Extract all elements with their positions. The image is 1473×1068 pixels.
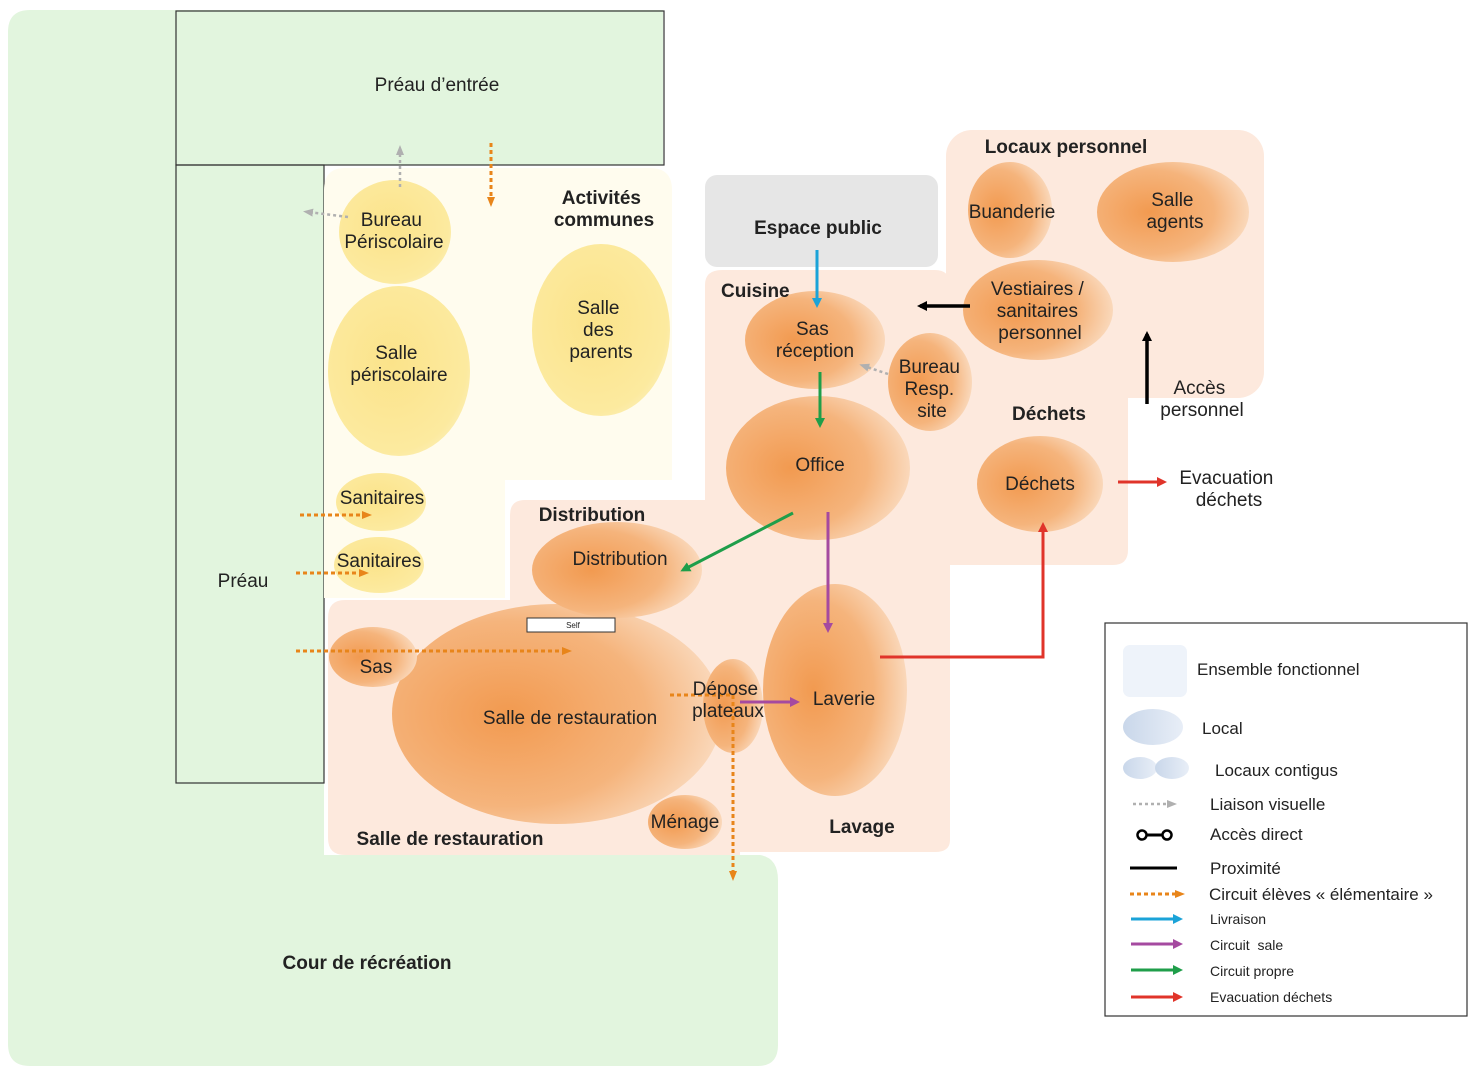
legend-room-ellipse	[1123, 709, 1183, 745]
room-menage	[648, 795, 722, 849]
preau-entree-box	[175, 10, 665, 166]
self-label: Self	[566, 621, 581, 630]
room-sanitaires-2	[334, 537, 424, 593]
label-buanderie: Buanderie	[969, 202, 1056, 223]
legend-label-3: Liaison visuelle	[1210, 795, 1325, 814]
legend-label-5: Proximité	[1210, 859, 1281, 878]
room-salle-agents	[1097, 162, 1249, 262]
label-depose-plateaux: Dépose plateaux	[692, 679, 764, 722]
room-sas-reception	[745, 291, 885, 389]
label-sanitaires-1: Sanitaires	[340, 488, 425, 509]
room-sas	[329, 627, 417, 687]
room-vestiaires	[963, 260, 1113, 360]
label-sanitaires-2: Sanitaires	[337, 551, 422, 572]
legend-label-0: Ensemble fonctionnel	[1197, 660, 1360, 679]
label-vestiaires: Vestiaires / sanitaires personnel	[991, 279, 1089, 344]
legend-label-7: Livraison	[1210, 911, 1266, 927]
label-salle-parents: Salle des parents	[569, 298, 632, 363]
label-preau: Préau	[218, 571, 269, 592]
label-sas-reception: Sas réception	[776, 319, 854, 362]
legend-zone-swatch	[1123, 645, 1187, 697]
room-bureau-resp	[888, 333, 972, 431]
visual-link-preau	[303, 208, 349, 219]
label-zone-cuisine: Cuisine	[721, 281, 790, 302]
label-evacuation-dechets: Evacuation déchets	[1179, 468, 1278, 511]
room-laverie	[763, 584, 907, 796]
label-bureau-periscolaire: Bureau Périscolaire	[344, 210, 443, 253]
label-menage: Ménage	[651, 812, 720, 833]
label-zone-activites: Activités communes	[554, 188, 654, 231]
label-bureau-resp: Bureau Resp. site	[899, 357, 966, 422]
visual-link-bureau-resp	[859, 363, 889, 376]
flow-propre-2	[680, 511, 794, 572]
label-zone-distribution: Distribution	[539, 505, 646, 526]
label-acces-personnel: Accès personnel	[1160, 378, 1243, 421]
room-salle-parents	[532, 244, 670, 416]
self-box	[526, 617, 616, 633]
label-laverie: Laverie	[813, 689, 875, 710]
legend-label-8: Circuit sale	[1210, 937, 1283, 953]
outdoor-area	[8, 10, 778, 1066]
label-sas: Sas	[360, 657, 393, 678]
legend-label-1: Local	[1202, 719, 1243, 738]
label-preau-entree: Préau d’entrée	[375, 75, 500, 96]
room-distribution	[532, 522, 702, 618]
label-zone-locaux-personnel: Locaux personnel	[985, 137, 1148, 158]
room-salle-periscolaire	[328, 286, 470, 456]
room-dechets	[977, 436, 1103, 532]
legend-double-ellipse-a	[1123, 757, 1157, 779]
legend-label-2: Locaux contigus	[1215, 761, 1338, 780]
legend: Ensemble fonctionnel Local Locaux contig…	[1104, 622, 1468, 1017]
flow-dechets-1	[880, 522, 1048, 659]
label-salle-restauration: Salle de restauration	[483, 708, 657, 729]
legend-label-9: Circuit propre	[1210, 963, 1294, 979]
legend-double-ellipse-b	[1155, 757, 1189, 779]
room-office	[726, 396, 910, 540]
label-zone-lavage: Lavage	[829, 817, 894, 838]
legend-direct-access-icon	[1136, 829, 1173, 841]
legend-label-4: Accès direct	[1210, 825, 1303, 844]
label-office: Office	[795, 455, 844, 476]
room-bureau-periscolaire	[339, 180, 451, 284]
label-zone-espace-public: Espace public	[754, 218, 882, 239]
label-distribution: Distribution	[572, 549, 667, 570]
label-cour: Cour de récréation	[283, 953, 452, 974]
label-salle-periscolaire: Salle périscolaire	[350, 343, 447, 386]
legend-label-6: Circuit élèves « élémentaire »	[1209, 885, 1433, 904]
label-zone-dechets: Déchets	[1012, 404, 1086, 425]
room-buanderie	[968, 162, 1052, 258]
label-salle-agents: Salle agents	[1146, 190, 1203, 233]
room-salle-restauration	[392, 604, 722, 824]
label-zone-salle-restauration: Salle de restauration	[357, 829, 544, 850]
label-dechets: Déchets	[1005, 474, 1075, 495]
zone-espace-public	[705, 175, 938, 267]
legend-label-10: Evacuation déchets	[1210, 989, 1332, 1005]
